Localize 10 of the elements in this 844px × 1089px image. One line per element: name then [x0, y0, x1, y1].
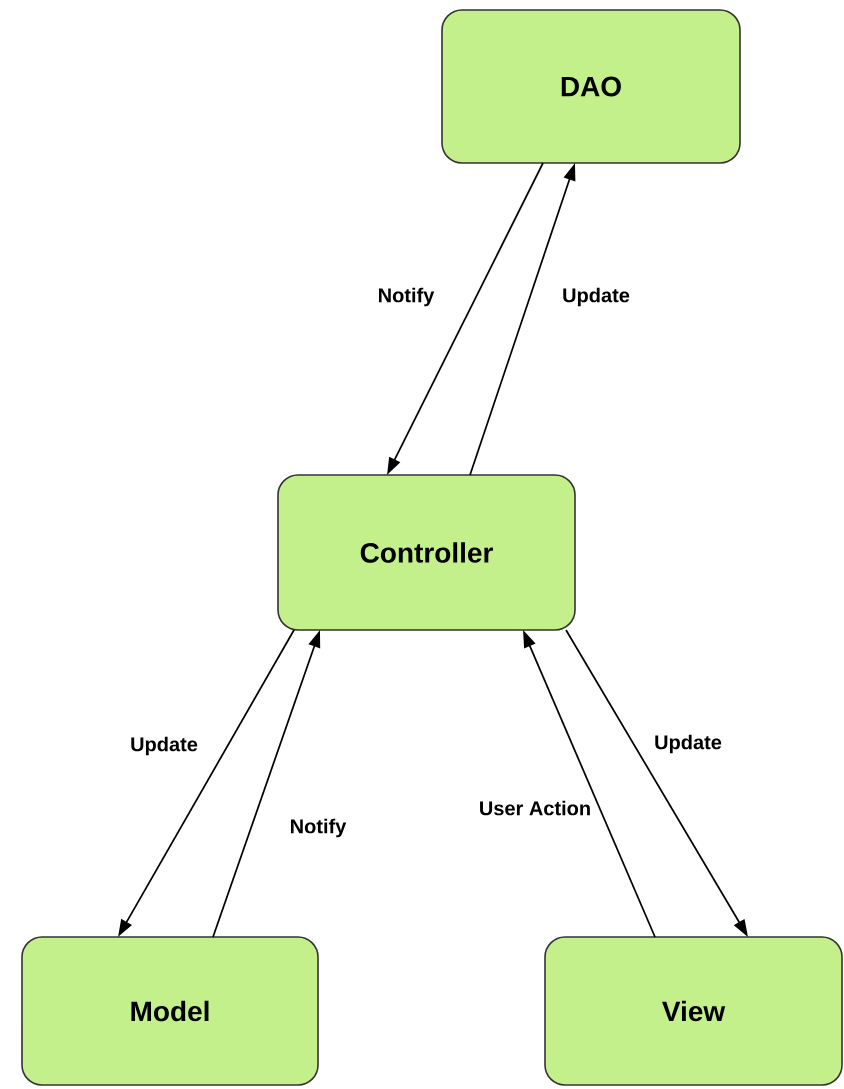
- process-box: Controller: [277, 474, 576, 631]
- process-box: Model: [21, 936, 319, 1086]
- edge-label: User Action: [480, 800, 590, 816]
- process-box: DAO: [441, 9, 741, 164]
- process-box: View: [544, 936, 843, 1086]
- edge-label: Update: [563, 287, 630, 307]
- edge-label: Notify: [291, 818, 347, 838]
- edge-label: Update: [655, 734, 722, 754]
- edge-label: Notify: [379, 287, 435, 307]
- edge-label: Update: [131, 736, 198, 756]
